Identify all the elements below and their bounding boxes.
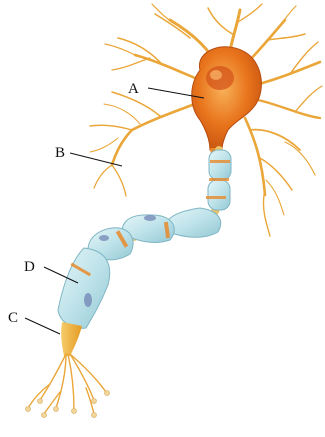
myelin-sheath-2 [208,180,230,210]
leader-lines [25,88,204,334]
node-of-ranvier [209,178,229,181]
label-c: C [8,310,18,326]
label-d: D [24,259,35,275]
leader-line-c [25,318,60,334]
myelin-sheath-6 [58,248,110,328]
node-of-ranvier [210,160,230,163]
label-a: A [128,81,139,97]
myelin-sheath-1 [209,150,231,180]
axon-terminal [26,322,110,418]
label-b: B [55,145,65,161]
myelinated-axon [58,150,231,328]
node-of-ranvier [206,196,226,199]
